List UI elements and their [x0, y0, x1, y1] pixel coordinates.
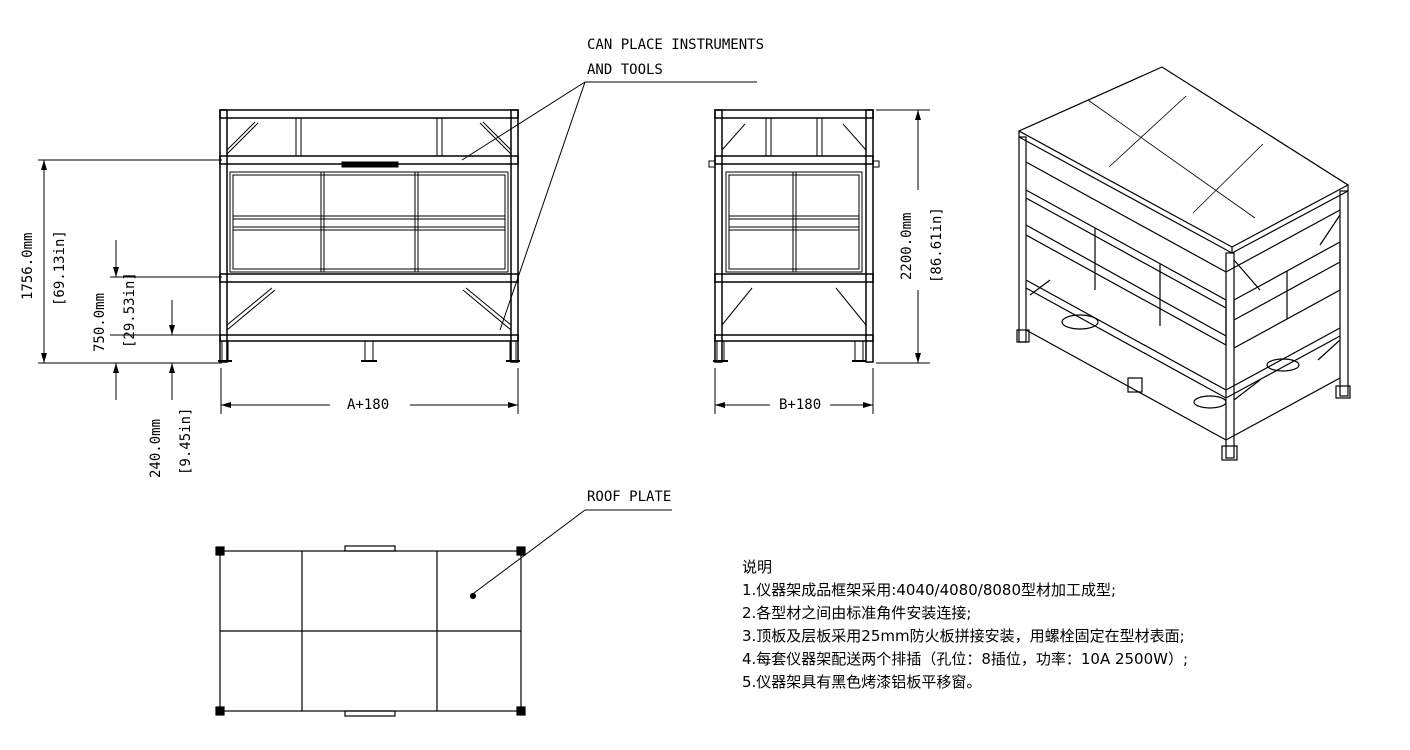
- instruments-callout-line1: CAN PLACE INSTRUMENTS: [587, 37, 765, 53]
- height-240-label: 240.0mm: [148, 418, 164, 478]
- side-view: [708, 109, 880, 363]
- height-1756-inch-label: [69.13in]: [52, 230, 68, 306]
- height-750-label: 750.0mm: [92, 292, 108, 352]
- height-240-inch-label: [9.45in]: [178, 407, 194, 475]
- note-item: 1.仪器架成品框架采用:4040/4080/8080型材加工成型;: [742, 581, 1117, 599]
- height-750-inch-label: [29.53in]: [122, 272, 138, 348]
- note-item: 2.各型材之间由标准角件安装连接;: [742, 604, 972, 622]
- roof-plate-callout: ROOF PLATE: [587, 489, 672, 505]
- notes-block: 说明 1.仪器架成品框架采用:4040/4080/8080型材加工成型; 2.各…: [742, 556, 1188, 694]
- height-2200-label: 2200.0mm: [899, 212, 915, 280]
- height-2200-inch-label: [86.61in]: [929, 207, 945, 283]
- front-view: [218, 109, 520, 363]
- note-item: 4.每套仪器架配送两个排插（孔位：8插位，功率：10A 2500W）;: [742, 650, 1189, 668]
- width-front-label: A+180: [347, 397, 390, 413]
- front-dimensions: [38, 159, 519, 414]
- side-dimensions: [714, 109, 930, 414]
- notes-title: 说明: [742, 558, 773, 576]
- isometric-view: [1016, 66, 1351, 461]
- instruments-callout-line2: AND TOOLS: [587, 62, 663, 78]
- note-item: 5.仪器架具有黑色烤漆铝板平移窗。: [742, 673, 982, 691]
- height-1756-label: 1756.0mm: [20, 232, 36, 300]
- top-view: [215, 509, 672, 717]
- note-item: 3.顶板及层板采用25mm防火板拼接安装，用螺栓固定在型材表面;: [742, 627, 1185, 645]
- instruments-leader: [461, 81, 757, 331]
- width-side-label: B+180: [779, 397, 822, 413]
